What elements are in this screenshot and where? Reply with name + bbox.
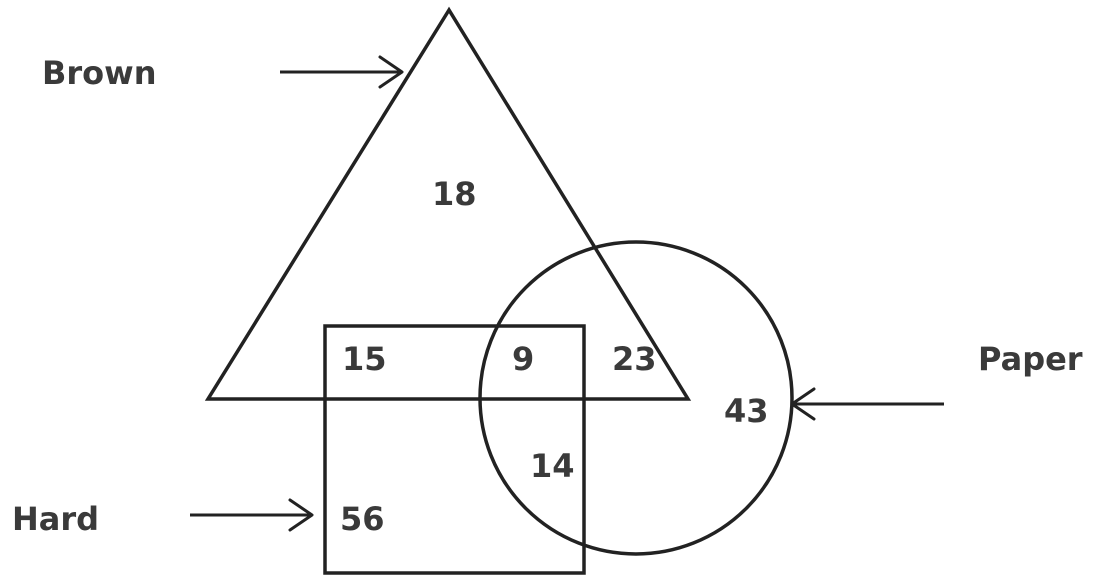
paper-label: Paper [978, 340, 1083, 378]
hard-label: Hard [12, 500, 99, 538]
region-brown-hard-paper: 9 [512, 340, 534, 378]
hard-square [323, 324, 586, 575]
region-paper-only: 43 [724, 392, 769, 430]
brown-arrow-icon [280, 55, 404, 89]
region-brown-paper: 23 [612, 340, 657, 378]
region-hard-paper: 14 [530, 447, 575, 485]
hard-arrow-icon [190, 498, 314, 532]
region-brown-hard: 15 [342, 340, 387, 378]
paper-arrow-icon [790, 387, 944, 421]
brown-triangle [204, 6, 692, 401]
paper-circle [478, 240, 794, 556]
region-hard-only: 56 [340, 500, 385, 538]
region-brown-only: 18 [432, 175, 477, 213]
brown-label: Brown [42, 54, 157, 92]
